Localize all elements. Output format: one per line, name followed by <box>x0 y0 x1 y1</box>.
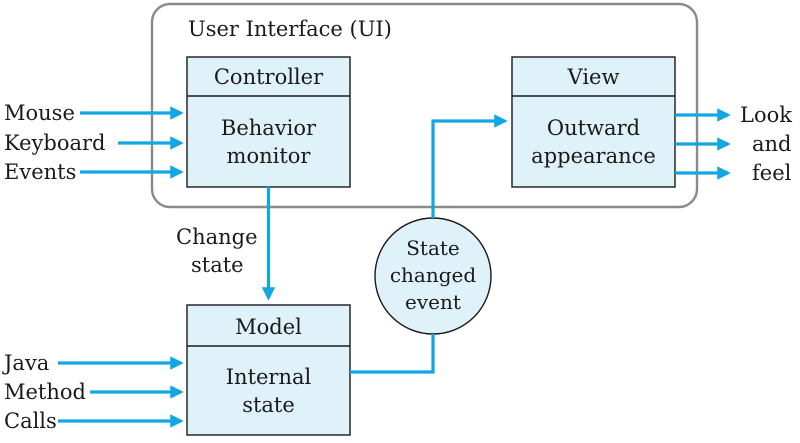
ui-frame <box>150 2 699 209</box>
input-label-events: Events <box>4 160 76 184</box>
ui-frame-title: User Interface (UI) <box>188 17 392 41</box>
controller-box: Controller Behavior monitor <box>186 56 351 188</box>
state-changed-event-bubble: State changed event <box>374 217 492 335</box>
change-state-label-line-1: Change <box>176 225 258 249</box>
controller-body-line-1: Behavior <box>221 116 317 140</box>
controller-title: Controller <box>214 65 324 89</box>
input-label-mouse: Mouse <box>4 101 75 125</box>
input-label-java: Java <box>2 351 49 375</box>
event-line-1: State <box>406 236 460 260</box>
model-body-line-1: Internal <box>226 365 312 389</box>
view-body-line-1: Outward <box>547 116 640 140</box>
view-body-line-2: appearance <box>531 144 656 168</box>
event-line-2: changed <box>390 263 477 287</box>
model-title: Model <box>235 315 302 339</box>
view-title: View <box>567 65 620 89</box>
input-label-keyboard: Keyboard <box>4 131 106 155</box>
output-label-look: Look <box>740 103 792 127</box>
controller-body-line-2: monitor <box>227 144 312 168</box>
model-body-line-2: state <box>242 393 295 417</box>
change-state-label-line-2: state <box>191 253 244 277</box>
view-box: View Outward appearance <box>511 56 676 188</box>
output-label-feel: feel <box>752 161 792 185</box>
event-to-view-arrow <box>431 114 508 218</box>
input-label-calls: Calls <box>4 409 57 433</box>
event-line-3: event <box>405 290 461 314</box>
model-box: Model Internal state <box>186 304 351 436</box>
output-label-and: and <box>752 132 792 156</box>
input-label-method: Method <box>4 380 86 404</box>
model-to-event-wire <box>350 334 435 374</box>
